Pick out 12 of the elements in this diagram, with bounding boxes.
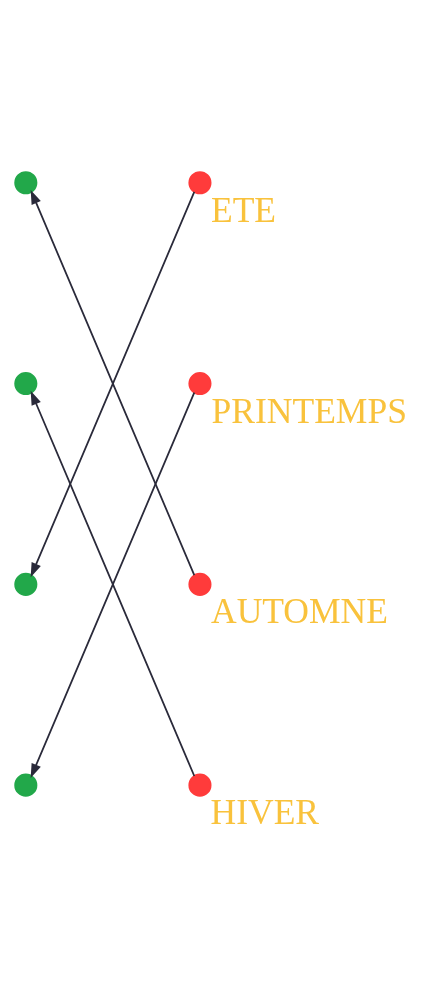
node-circle [14,572,38,596]
node-label: HIVER [210,791,320,832]
node-circle [188,371,212,395]
node-circle [188,773,212,797]
node-label: ETE [210,189,277,230]
node-circle [188,572,212,596]
node-circle [188,170,212,194]
node-circle [14,371,38,395]
node-label: PRINTEMPS [211,390,407,431]
node-circle [14,170,38,194]
node-circle [14,773,38,797]
node-label: AUTOMNE [211,590,388,631]
